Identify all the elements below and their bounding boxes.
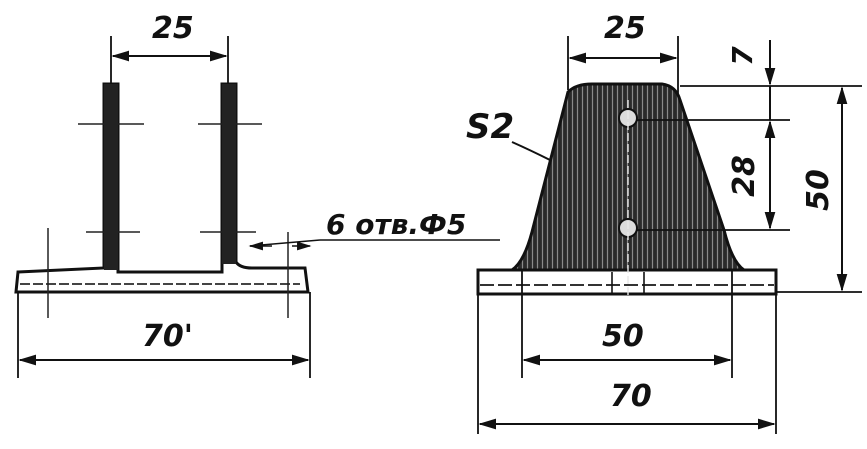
material-label: S2 <box>466 107 514 147</box>
side-dim-top-label: 25 <box>604 11 646 46</box>
front-dim-top-label: 25 <box>152 11 194 46</box>
front-right-upright <box>222 84 236 264</box>
side-dim-height-label: 50 <box>801 169 836 211</box>
material-leader <box>511 141 551 161</box>
side-view: S2 25 7 28 50 50 70 <box>466 11 862 434</box>
hole-note-leader <box>249 239 321 247</box>
side-dim-7-label: 7 <box>726 46 759 66</box>
front-left-upright <box>104 84 118 270</box>
side-dim-overall-label: 70 <box>610 379 652 414</box>
side-dim-28-label: 28 <box>727 155 762 197</box>
side-dim-base-span-label: 50 <box>602 319 644 354</box>
front-bracket-outline <box>14 82 310 294</box>
front-dim-bottom-label: 70' <box>142 319 193 354</box>
hole-note-label: 6 отв.Ф5 <box>326 208 466 241</box>
front-view: 25 70' 6 отв.Ф5 <box>14 11 500 378</box>
